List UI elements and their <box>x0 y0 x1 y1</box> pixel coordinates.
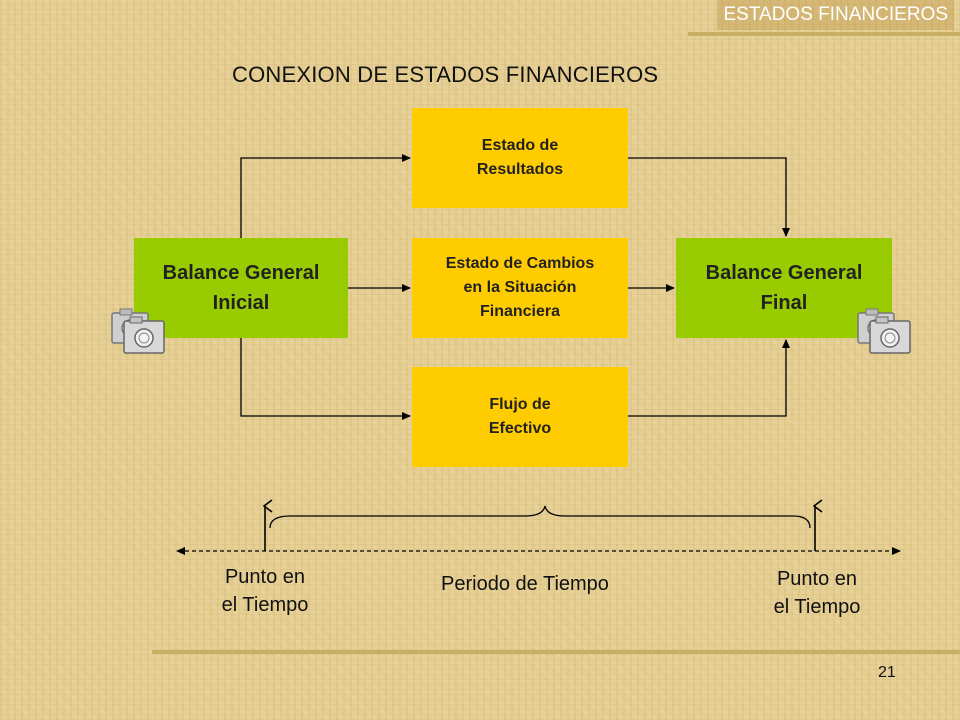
period-label: Periodo de Tiempo <box>441 573 609 595</box>
slide-title: CONEXION DE ESTADOS FINANCIEROS <box>232 62 659 87</box>
arrow-resultados-to-final <box>628 157 790 237</box>
balance-general-final-box: Balance General Final <box>676 238 892 338</box>
flujo-efectivo-box: Flujo de Efectivo <box>412 367 628 467</box>
balance-general-inicial-box: Balance General Inicial <box>134 238 348 338</box>
camera-icon <box>857 308 911 354</box>
balance-general-final-label: Balance General Final <box>705 262 863 314</box>
camera-icon <box>111 308 165 354</box>
estado-cambios-label: Estado de Cambios en la Situación Financ… <box>445 255 595 320</box>
balance-general-inicial-label: Balance General Inicial <box>162 262 320 314</box>
arrow-inicial-to-flujo <box>240 338 411 420</box>
footer-divider <box>152 650 960 654</box>
section-header: ESTADOS FINANCIEROS <box>717 0 954 30</box>
header-divider <box>688 32 960 36</box>
estado-resultados-label: Estado de Resultados <box>476 137 564 178</box>
arrow-inicial-to-resultados <box>240 154 411 238</box>
arrow-flujo-to-final <box>628 339 790 417</box>
right-point-label: Punto en el Tiempo <box>773 568 861 618</box>
page-number: 21 <box>878 664 896 681</box>
period-brace <box>269 505 811 529</box>
estado-resultados-box: Estado de Resultados <box>412 108 628 208</box>
flujo-efectivo-label: Flujo de Efectivo <box>488 396 552 437</box>
estado-cambios-box: Estado de Cambios en la Situación Financ… <box>412 238 628 338</box>
left-point-label: Punto en el Tiempo <box>221 566 309 616</box>
